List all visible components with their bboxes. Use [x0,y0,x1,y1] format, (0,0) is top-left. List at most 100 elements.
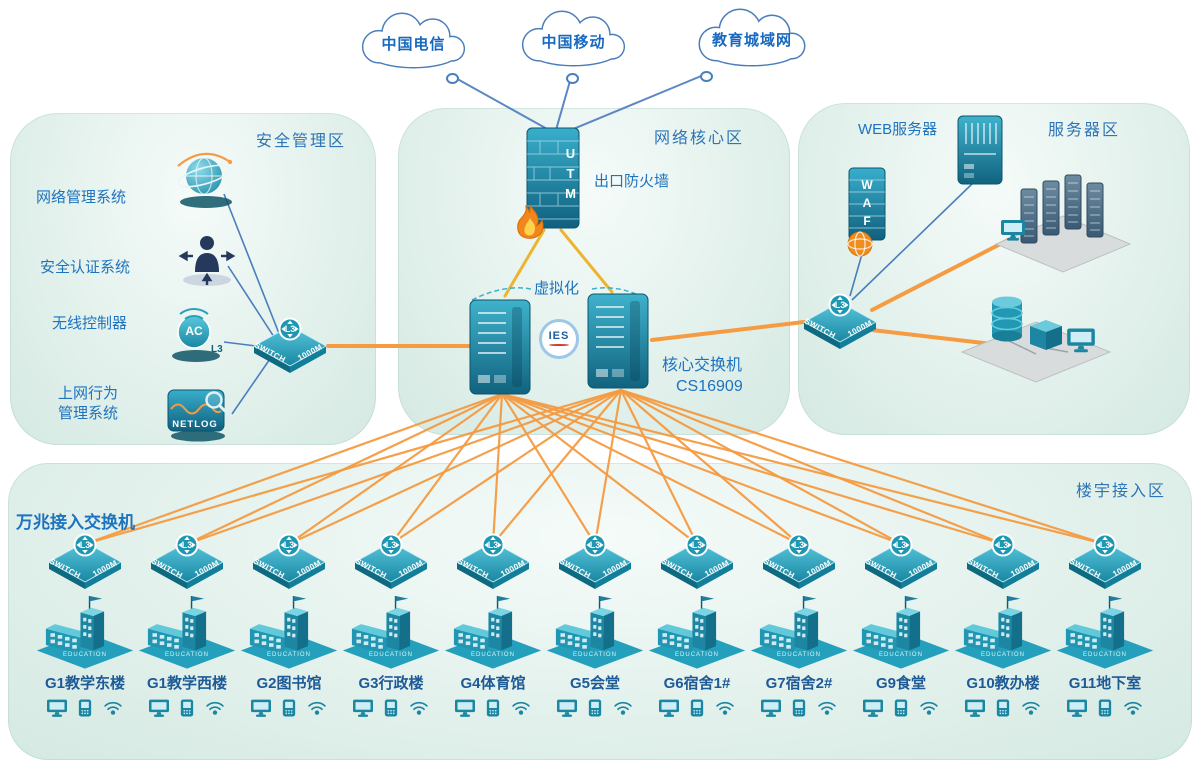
pc-icon[interactable] [454,698,476,723]
pc-icon[interactable] [148,698,170,723]
l3-badge-label: L3 [895,540,907,550]
wifi-ap-icon[interactable] [306,698,328,723]
l3-access-switch[interactable]: L3 SWITCH 1000M [249,530,329,594]
waf-device[interactable]: WAF [844,166,890,258]
phone-icon[interactable] [177,698,197,723]
wireless-controller[interactable]: AC L3 [162,304,232,364]
building-icon[interactable]: EDUCATION [35,592,135,669]
building-icon[interactable]: EDUCATION [851,592,951,669]
building-column: L3 SWITCH 1000M EDUCATION G2图书馆 [239,530,339,740]
endpoint-devices [953,698,1053,723]
utm-firewall[interactable]: UTM [517,126,584,239]
buildings-layer: L3 SWITCH 1000M EDUCATION G1教学东楼 L3 SWIT… [8,463,1192,760]
building-icon[interactable]: EDUCATION [137,592,237,669]
phone-icon[interactable] [381,698,401,723]
wifi-ap-icon[interactable] [612,698,634,723]
l3-access-switch[interactable]: L3 SWITCH 1000M [759,530,839,594]
l3-badge-label: L3 [793,540,805,550]
cloud-china-telecom[interactable]: 中国电信 [346,6,481,86]
phone-icon[interactable] [891,698,911,723]
building-label: G7宿舍2# [765,675,833,692]
wifi-ap-icon[interactable] [204,698,226,723]
access-switch-mount: L3 SWITCH 1000M [963,530,1043,594]
cloud-puff [700,71,713,82]
l3-badge-label: L3 [997,540,1009,550]
building-icon[interactable]: EDUCATION [443,592,543,669]
l3-access-switch[interactable]: L3 SWITCH 1000M [250,314,330,378]
wifi-ap-icon[interactable] [918,698,940,723]
building-label: G10教办楼 [966,675,1040,692]
ac-l3-label: L3 [211,344,223,355]
phone-icon[interactable] [993,698,1013,723]
person-arrows-icon [172,228,242,288]
phone-icon[interactable] [585,698,605,723]
l3-access-switch[interactable]: L3 SWITCH 1000M [555,530,635,594]
phone-icon[interactable] [1095,698,1115,723]
l3-badge-label: L3 [283,540,295,550]
building-icon[interactable]: EDUCATION [1055,592,1155,669]
building-icon[interactable]: EDUCATION [545,592,645,669]
wifi-ap-icon[interactable] [102,698,124,723]
network-management-system[interactable] [172,150,242,210]
netlog-label: NETLOG [172,419,218,430]
building-icon[interactable]: EDUCATION [239,592,339,669]
pc-icon[interactable] [46,698,68,723]
server-rack-group[interactable] [992,158,1134,276]
l3-access-switch[interactable]: L3 SWITCH 1000M [657,530,737,594]
l3-access-switch[interactable]: L3 SWITCH 1000M [453,530,533,594]
l3-access-switch[interactable]: L3 SWITCH 1000M [1065,530,1145,594]
l3-access-switch[interactable]: L3 SWITCH 1000M [147,530,227,594]
core-switch-group[interactable]: IES [460,275,660,405]
security-auth-system[interactable] [172,228,242,288]
building-column: L3 SWITCH 1000M EDUCATION G10教办楼 [953,530,1053,740]
building-label: G6宿舍1# [663,675,731,692]
l3-badge-label: L3 [385,540,397,550]
l3-access-switch[interactable]: L3 SWITCH 1000M [861,530,941,594]
phone-icon[interactable] [75,698,95,723]
wifi-ap-icon[interactable] [408,698,430,723]
pc-icon[interactable] [964,698,986,723]
cloud-education-man[interactable]: 教育城域网 [676,2,828,84]
building-icon[interactable]: EDUCATION [341,592,441,669]
wifi-ap-icon[interactable] [1020,698,1042,723]
vendor-badge: IES [539,319,579,359]
pc-icon[interactable] [862,698,884,723]
building-platform-label: EDUCATION [63,652,107,658]
phone-icon[interactable] [279,698,299,723]
cloud-china-mobile[interactable]: 中国移动 [506,4,641,84]
phone-icon[interactable] [789,698,809,723]
wifi-ap-icon[interactable] [510,698,532,723]
wifi-ap-icon[interactable] [816,698,838,723]
l3-access-switch[interactable]: L3 SWITCH 1000M [963,530,1043,594]
building-icon[interactable]: EDUCATION [953,592,1053,669]
pc-icon[interactable] [556,698,578,723]
firewall-icon [526,127,580,229]
pc-icon[interactable] [658,698,680,723]
access-switch-mount: L3 SWITCH 1000M [45,530,125,594]
endpoint-devices [341,698,441,723]
building-icon[interactable]: EDUCATION [749,592,849,669]
phone-icon[interactable] [483,698,503,723]
wifi-ap-icon[interactable] [714,698,736,723]
pc-icon[interactable] [352,698,374,723]
wifi-ap-icon[interactable] [1122,698,1144,723]
l3-access-switch[interactable]: L3 SWITCH 1000M [800,290,880,354]
netlog-system[interactable]: NETLOG [162,382,236,442]
cloud-icon [361,12,466,69]
pc-icon[interactable] [1066,698,1088,723]
access-switch-mount: L3 SWITCH 1000M [147,530,227,594]
security-l3-switch[interactable]: L3 SWITCH 1000M [250,314,330,378]
l3-access-switch[interactable]: L3 SWITCH 1000M [351,530,431,594]
building-platform-label: EDUCATION [1083,652,1127,658]
cloud-icon [698,8,806,67]
pc-icon[interactable] [250,698,272,723]
phone-icon[interactable] [687,698,707,723]
cloud-puff [566,73,579,84]
building-label: G1教学东楼 [44,675,125,692]
storage-group[interactable] [958,276,1114,388]
server-l3-switch[interactable]: L3 SWITCH 1000M [800,290,880,354]
l3-access-switch[interactable]: L3 SWITCH 1000M [45,530,125,594]
building-icon[interactable]: EDUCATION [647,592,747,669]
pc-icon[interactable] [760,698,782,723]
